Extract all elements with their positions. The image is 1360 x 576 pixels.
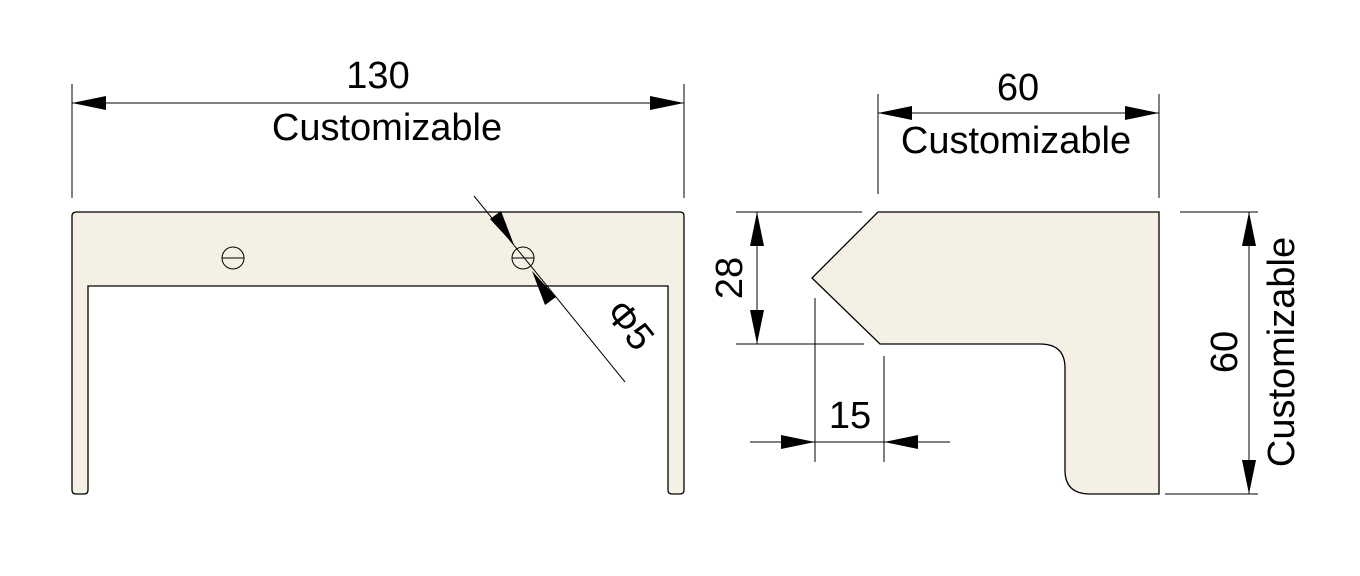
front-view-width-value: 130 [346,55,409,97]
front-view-width-note: Customizable [272,107,502,149]
arrowhead-icon [1242,212,1256,246]
notch-height-value: 28 [709,257,751,299]
side-view: 60 Customizable 60 Customizable 28 [709,67,1303,495]
arrowhead-icon [750,310,764,344]
side-view-width-value: 60 [997,67,1039,109]
side-view-width-dimension [877,94,1160,198]
notch-height-dimension [736,211,864,345]
hole-diameter-label: Φ5 [597,292,662,358]
arrowhead-icon [1125,106,1159,120]
notch-depth-value: 15 [829,395,871,437]
arrowhead-icon [650,96,684,110]
arrowhead-icon [72,96,106,110]
front-view-hole-right [511,246,535,270]
arrowhead-icon [884,435,918,449]
front-view-width-dimension [71,84,685,198]
arrowhead-icon [532,271,556,305]
side-view-width-note: Customizable [901,120,1131,162]
side-view-height-note: Customizable [1261,237,1303,467]
arrowhead-icon [878,106,912,120]
arrowhead-icon [1242,460,1256,494]
front-view-part-outline [71,211,685,495]
arrowhead-icon [781,435,815,449]
side-view-height-dimension [1165,211,1258,495]
side-view-height-value: 60 [1204,331,1246,373]
arrowhead-icon [490,211,514,245]
notch-depth-dimension [750,298,950,462]
side-view-part-outline [811,211,1160,495]
hole-diameter-leader [473,195,626,383]
front-view-hole-left [221,246,245,270]
arrowhead-icon [750,212,764,246]
front-view: 130 Customizable Φ5 [71,55,685,495]
